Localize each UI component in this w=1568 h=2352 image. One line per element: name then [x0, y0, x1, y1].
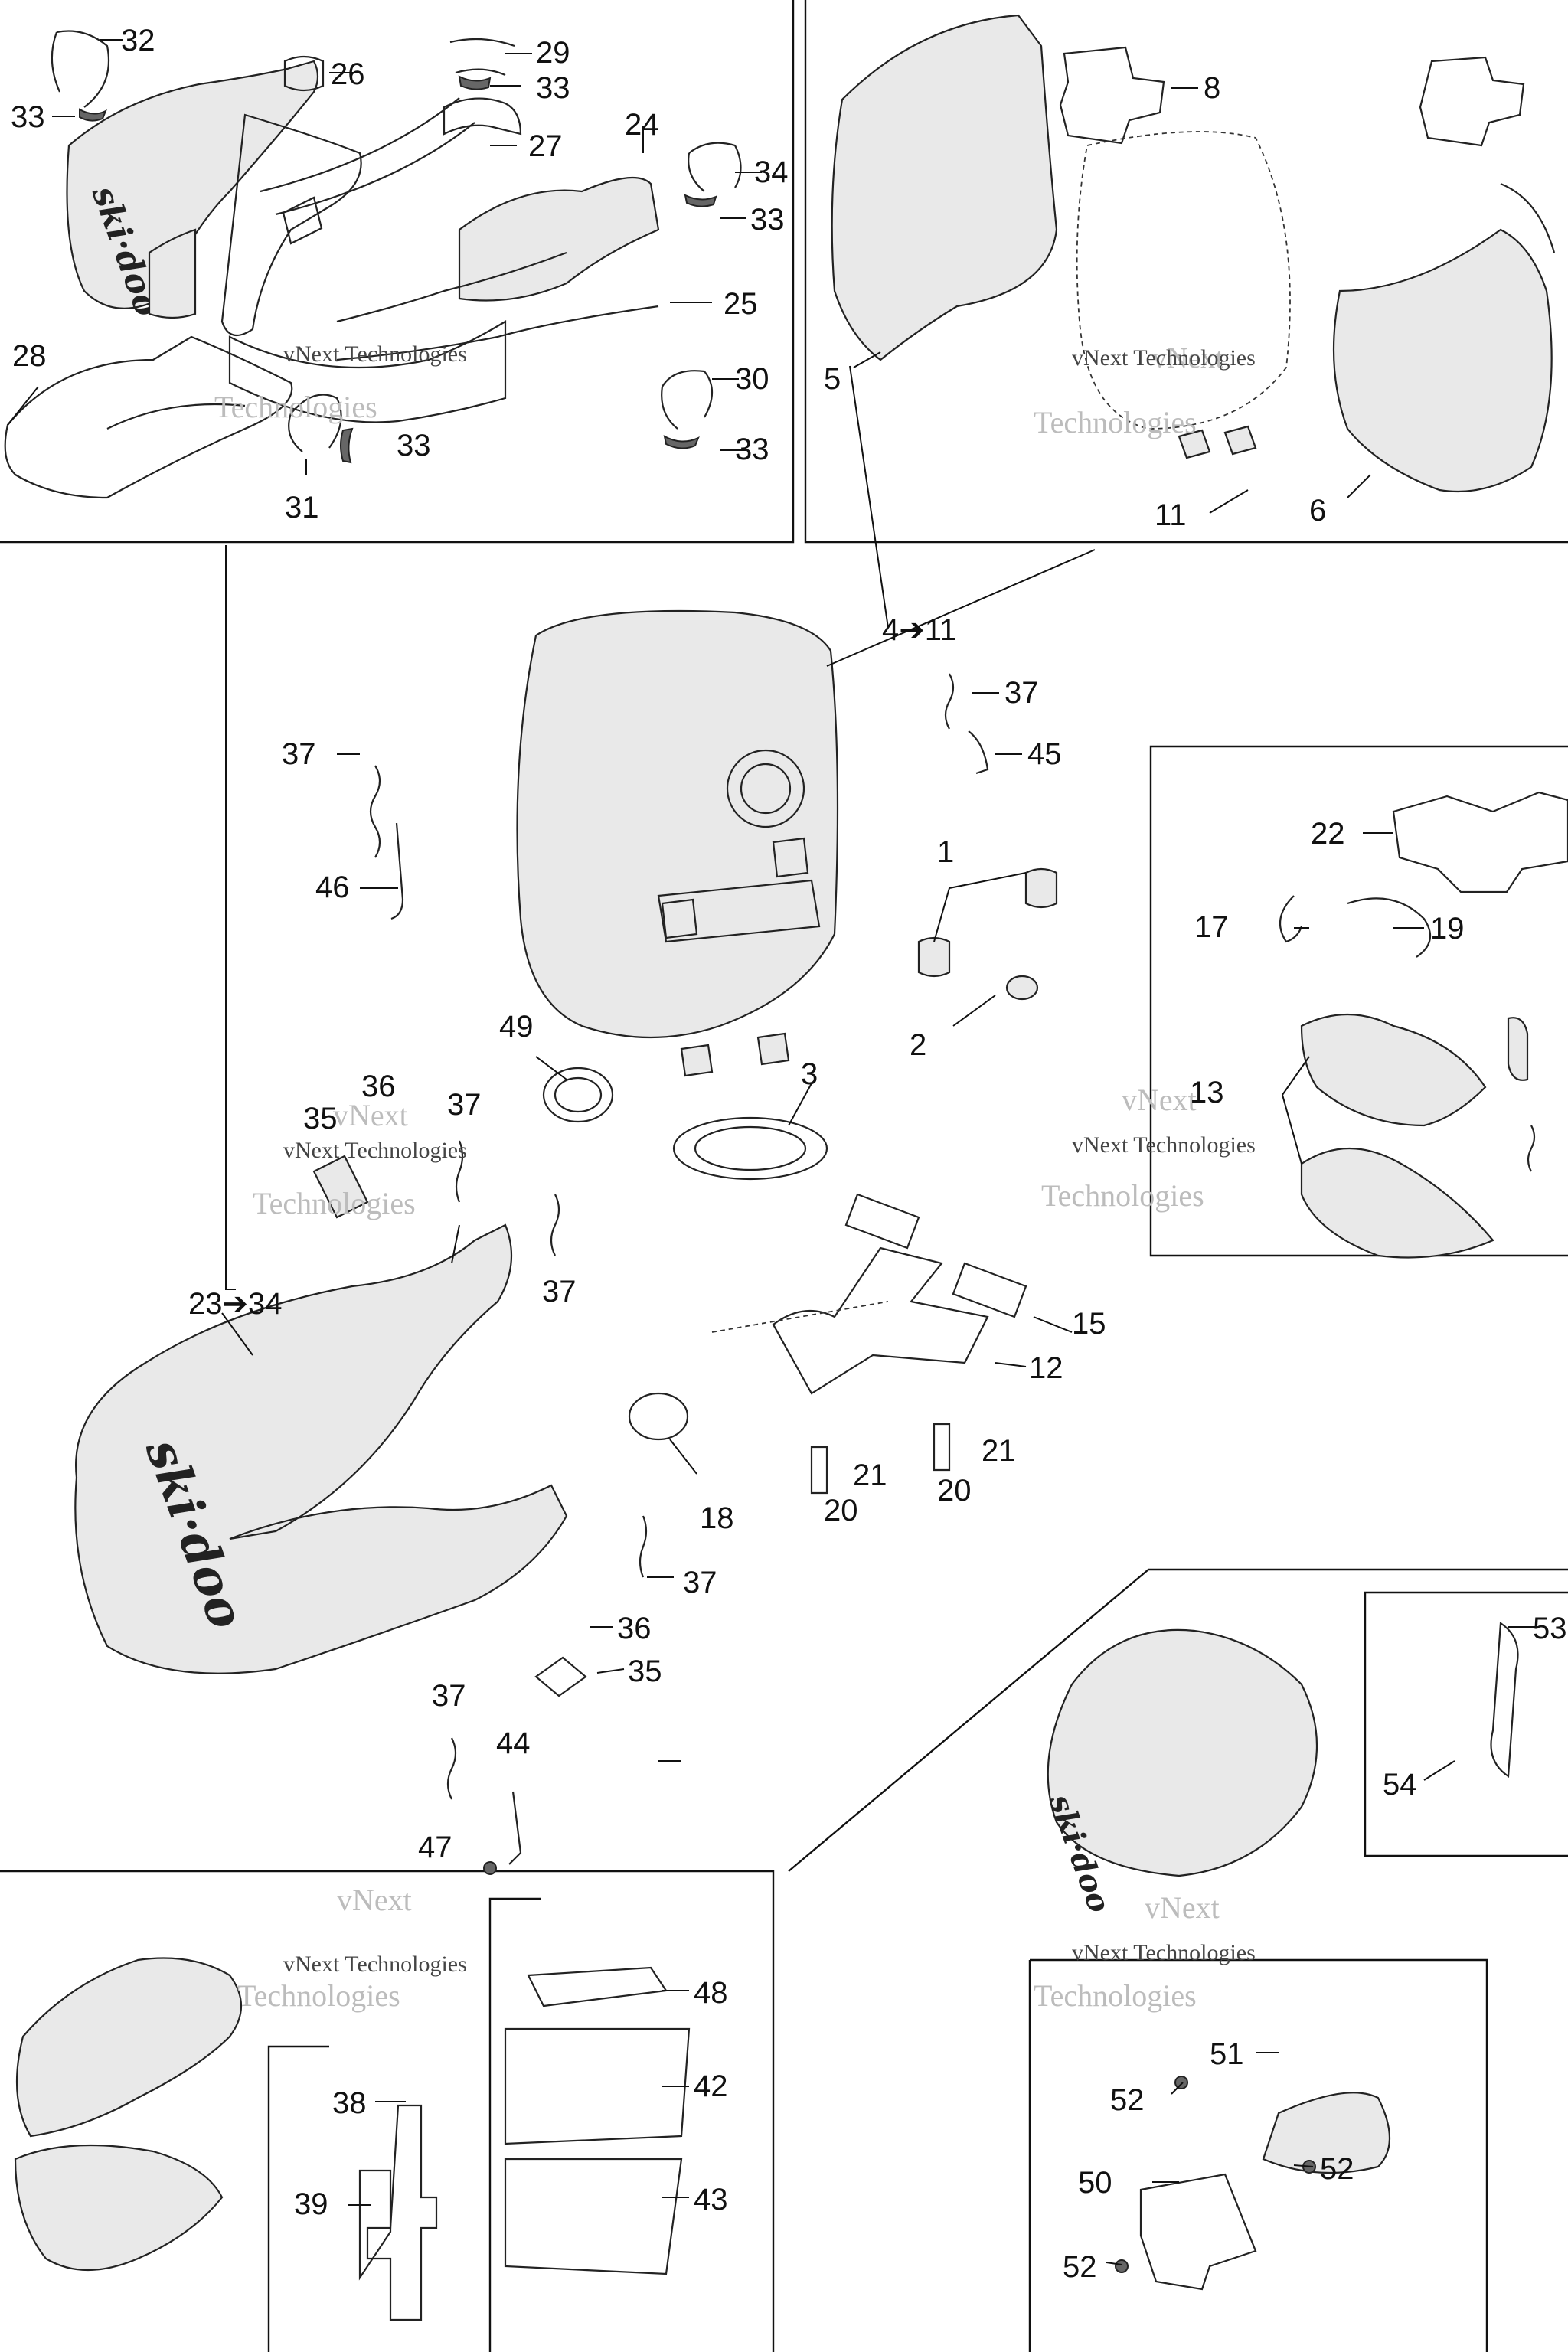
- watermark-top: vNext: [333, 1098, 408, 1132]
- callout-4to11: 4➔11: [882, 613, 956, 647]
- right-middle-parts: [1279, 791, 1568, 1259]
- callout-23to34: 23➔34: [188, 1287, 283, 1321]
- callout-35: 35: [628, 1655, 662, 1688]
- callout-21: 21: [853, 1459, 887, 1492]
- callout-26: 26: [331, 57, 365, 91]
- callout-13: 13: [1190, 1076, 1224, 1109]
- callout-8: 8: [1204, 71, 1220, 105]
- watermark-caption: vNext Technologies: [283, 341, 467, 367]
- callout-15: 15: [1072, 1307, 1106, 1341]
- callout-36: 36: [617, 1612, 652, 1645]
- callout-52: 52: [1063, 2250, 1097, 2284]
- callout-37: 37: [282, 737, 316, 771]
- callout-32: 32: [121, 24, 155, 57]
- watermark-top: vNext: [1145, 1890, 1220, 1925]
- bottom-right-parts: ski·doo: [1041, 1622, 1519, 2291]
- callout-33: 33: [735, 433, 769, 466]
- watermark-top: vNext: [1122, 1083, 1197, 1117]
- watermark-caption: vNext Technologies: [1072, 345, 1256, 371]
- leader-lines: [7, 39, 1539, 2265]
- callout-49: 49: [499, 1010, 534, 1044]
- muffler-cover-left: [66, 60, 319, 309]
- callout-35: 35: [303, 1102, 338, 1135]
- callout-21: 21: [982, 1434, 1016, 1468]
- callout-51: 51: [1210, 2037, 1244, 2071]
- callout-3: 3: [801, 1057, 818, 1091]
- callout-37: 37: [542, 1275, 577, 1308]
- callout-33: 33: [536, 71, 570, 105]
- callout-33: 33: [397, 429, 431, 462]
- watermark-word: Technologies: [1034, 405, 1197, 439]
- center-muffler-assembly: ski·doo: [74, 609, 1058, 1875]
- callout-53: 53: [1533, 1612, 1567, 1645]
- callout-25: 25: [724, 287, 758, 321]
- watermarks: Technologies vNext Technologies vNext vN…: [214, 341, 1256, 2013]
- callout-34: 34: [754, 155, 789, 189]
- callout-33: 33: [11, 100, 45, 134]
- callout-labels: 32 33 26 29 33 27 24 34 33 25 28 30 33 3…: [11, 24, 1567, 2284]
- callout-48: 48: [694, 1976, 728, 2010]
- callout-29: 29: [536, 36, 570, 70]
- callout-18: 18: [700, 1501, 734, 1535]
- callout-22: 22: [1311, 817, 1345, 851]
- callout-37: 37: [683, 1566, 717, 1599]
- callout-12: 12: [1029, 1351, 1063, 1385]
- callout-20: 20: [937, 1474, 972, 1508]
- callout-37: 37: [447, 1088, 482, 1122]
- callout-45: 45: [1027, 737, 1062, 771]
- callout-37: 37: [432, 1679, 466, 1713]
- callout-52: 52: [1110, 2083, 1145, 2117]
- callout-37: 37: [1004, 676, 1039, 710]
- callout-36: 36: [361, 1070, 396, 1103]
- callout-38: 38: [332, 2086, 367, 2120]
- callout-6: 6: [1309, 494, 1326, 528]
- callout-46: 46: [315, 871, 350, 904]
- callout-19: 19: [1430, 912, 1465, 946]
- callout-52: 52: [1320, 2152, 1354, 2186]
- callout-24: 24: [625, 108, 659, 142]
- watermark-caption: vNext Technologies: [283, 1138, 467, 1163]
- watermark-caption: vNext Technologies: [1072, 1940, 1256, 1965]
- watermark-top: vNext: [1152, 342, 1223, 374]
- top-right-parts: [831, 14, 1556, 493]
- callout-30: 30: [735, 362, 769, 396]
- watermark-top: vNext: [337, 1883, 412, 1917]
- callout-1: 1: [937, 835, 954, 869]
- watermark-caption: vNext Technologies: [1072, 1132, 1256, 1158]
- callout-47: 47: [418, 1831, 452, 1864]
- callout-42: 42: [694, 2069, 728, 2103]
- muffler-housing: [516, 609, 839, 1039]
- watermark-word: Technologies: [1041, 1178, 1204, 1213]
- watermark-word: Technologies: [253, 1186, 416, 1220]
- callout-39: 39: [294, 2187, 328, 2221]
- watermark-word: Technologies: [237, 1978, 400, 2013]
- callout-50: 50: [1078, 2166, 1112, 2200]
- callout-27: 27: [528, 129, 563, 163]
- callout-54: 54: [1383, 1768, 1417, 1802]
- bottom-left-parts: [14, 1957, 691, 2321]
- watermark-caption: vNext Technologies: [283, 1952, 467, 1977]
- callout-20: 20: [824, 1494, 858, 1527]
- callout-11: 11: [1155, 498, 1187, 532]
- callout-31: 31: [285, 491, 319, 524]
- callout-2: 2: [910, 1028, 926, 1062]
- heat-shield-5: [831, 14, 1058, 361]
- callout-43: 43: [694, 2183, 728, 2216]
- watermark-word: Technologies: [1034, 1978, 1197, 2013]
- heat-shield-6: [1332, 228, 1553, 493]
- callout-28: 28: [12, 339, 47, 373]
- callout-33: 33: [750, 203, 785, 237]
- top-left-parts: ski·doo: [4, 30, 742, 499]
- callout-44: 44: [496, 1726, 531, 1760]
- watermark-word: Technologies: [214, 390, 377, 424]
- callout-17: 17: [1194, 910, 1229, 944]
- callout-5: 5: [824, 362, 841, 396]
- exhaust-tailpipe: [74, 1223, 568, 1674]
